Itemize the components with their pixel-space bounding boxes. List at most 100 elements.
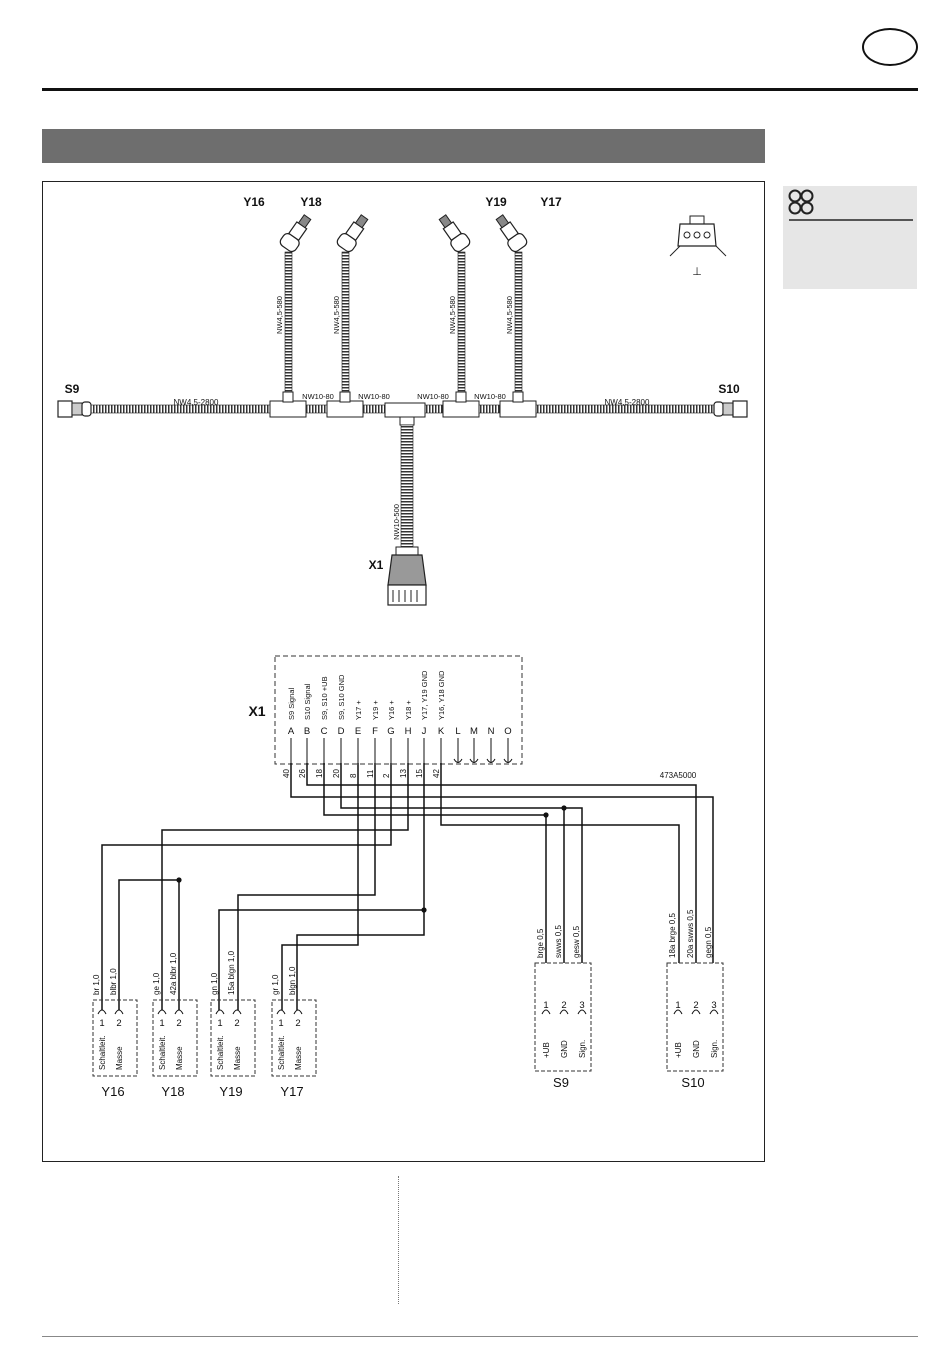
pin-cap: [97, 1009, 107, 1015]
pin-cap: [276, 1009, 286, 1015]
label-s10: S10: [718, 382, 740, 396]
top-rule: [42, 88, 918, 91]
pin-letter: C: [321, 726, 328, 737]
pin-letter: B: [304, 726, 310, 737]
pin-cap: [709, 1009, 719, 1015]
pin-cap: [486, 758, 496, 763]
wires: [101, 763, 714, 1010]
pin-letter: J: [422, 726, 427, 737]
branch-hose: [284, 251, 293, 393]
label-y19: Y19: [485, 195, 507, 209]
label-seg: NW10-80: [417, 392, 449, 401]
sensor-block: [666, 962, 724, 1072]
pin-cap: [577, 1009, 587, 1015]
block-func: Masse: [115, 1046, 124, 1070]
side-panel: [783, 186, 917, 289]
sensor-block-name: S10: [681, 1075, 704, 1090]
wire-number: 40: [282, 769, 291, 778]
language-badge: [862, 28, 918, 66]
label-seg: NW10-80: [358, 392, 390, 401]
branch-hose: [457, 251, 466, 393]
label-drop: NW10-500: [392, 504, 401, 540]
pin-function-label: Y19 +: [371, 700, 380, 720]
wire-color-label: blgn 1,0: [288, 966, 297, 995]
valve-block-name: Y17: [280, 1084, 303, 1099]
label-branch: NW4,5-580: [505, 296, 514, 334]
pin-function-label: S9 Signal: [287, 688, 296, 720]
pin-cap: [469, 758, 479, 763]
part-number: 473A5000: [660, 771, 697, 780]
block-func: Masse: [294, 1046, 303, 1070]
t-junction: [326, 400, 364, 418]
wire-color-label: brge 0,5: [536, 928, 545, 958]
valve-plug-y16: [279, 214, 312, 253]
block-pin: 1: [278, 1018, 283, 1029]
wire-number: 8: [349, 773, 358, 778]
pin-letter: F: [372, 726, 378, 737]
four-circles-icon: [788, 189, 814, 215]
label-x1-harness: X1: [369, 558, 384, 572]
block-func: Sign.: [578, 1040, 587, 1058]
pin-cap: [293, 1009, 303, 1015]
valve-block: [92, 999, 138, 1077]
wire-number: 20: [332, 769, 341, 778]
x1-schematic: X1 S9 Signal S10 Signal S9, S10 +UB S9, S10…: [92, 655, 724, 1099]
block-pin: 1: [159, 1018, 164, 1029]
block-pin: 2: [176, 1018, 181, 1029]
wire-color-label: blbr 1,0: [109, 968, 118, 995]
wire-number: 42: [432, 769, 441, 778]
wire-number: 26: [298, 769, 307, 778]
valve-plug-y19: [438, 214, 471, 253]
block-func: Sign.: [710, 1040, 719, 1058]
diagram-frame: [42, 181, 765, 1162]
label-branch: NW4,5-580: [332, 296, 341, 334]
pin-function-label: Y18 +: [404, 700, 413, 720]
label-branch: NW4,5-580: [448, 296, 457, 334]
pin-function-label: S9, S10 +UB: [320, 676, 329, 720]
title-bar: [42, 129, 765, 163]
drop-hose: [400, 424, 414, 548]
valve-block-name: Y16: [101, 1084, 124, 1099]
pin-function-label: S9, S10 GND: [337, 674, 346, 720]
block-func: Schaltleit.: [277, 1035, 286, 1070]
pin-letter: L: [455, 726, 460, 737]
sensor-connector-icon: [669, 215, 727, 257]
label-trunk-left: NW4,5-2800: [174, 398, 219, 407]
sensor-block: [534, 962, 592, 1072]
pin-function-label: Y17, Y19 GND: [420, 670, 429, 720]
wire-number: 15: [415, 769, 424, 778]
pin-letter: A: [288, 726, 295, 737]
t-junction: [442, 400, 480, 418]
branch-hose: [514, 251, 523, 393]
block-pin: 1: [543, 1000, 548, 1011]
block-func: GND: [692, 1040, 701, 1058]
pin-letter: D: [338, 726, 345, 737]
x1-label: X1: [248, 703, 265, 719]
pin-cap: [232, 1009, 242, 1015]
s9-plug: [57, 400, 92, 418]
block-pin: 2: [116, 1018, 121, 1029]
sensor-block-name: S9: [553, 1075, 569, 1090]
pin-cap: [559, 1009, 569, 1015]
wire-number: 13: [399, 769, 408, 778]
pin-cap: [215, 1009, 225, 1015]
pin-letter: E: [355, 726, 361, 737]
block-func: Masse: [175, 1046, 184, 1070]
junction-dots: [176, 805, 567, 913]
x1-housing: [274, 655, 523, 765]
pin-cap: [157, 1009, 167, 1015]
wire-color-label: 20a swws 0,5: [686, 909, 695, 958]
pin-function-label: Y17 +: [354, 700, 363, 720]
valve-block-name: Y18: [161, 1084, 184, 1099]
pin-function-label: S10 Signal: [303, 683, 312, 720]
block-pin: 2: [295, 1018, 300, 1029]
block-pin: 2: [234, 1018, 239, 1029]
x1-plug: [387, 546, 427, 606]
pin-function-label: Y16 +: [387, 700, 396, 720]
pin-letter: G: [387, 726, 394, 737]
block-func: GND: [560, 1040, 569, 1058]
block-pin: 1: [99, 1018, 104, 1029]
ground-symbol: ⊥: [692, 266, 702, 278]
pin-cap: [503, 758, 513, 763]
pin-letter: K: [438, 726, 445, 737]
